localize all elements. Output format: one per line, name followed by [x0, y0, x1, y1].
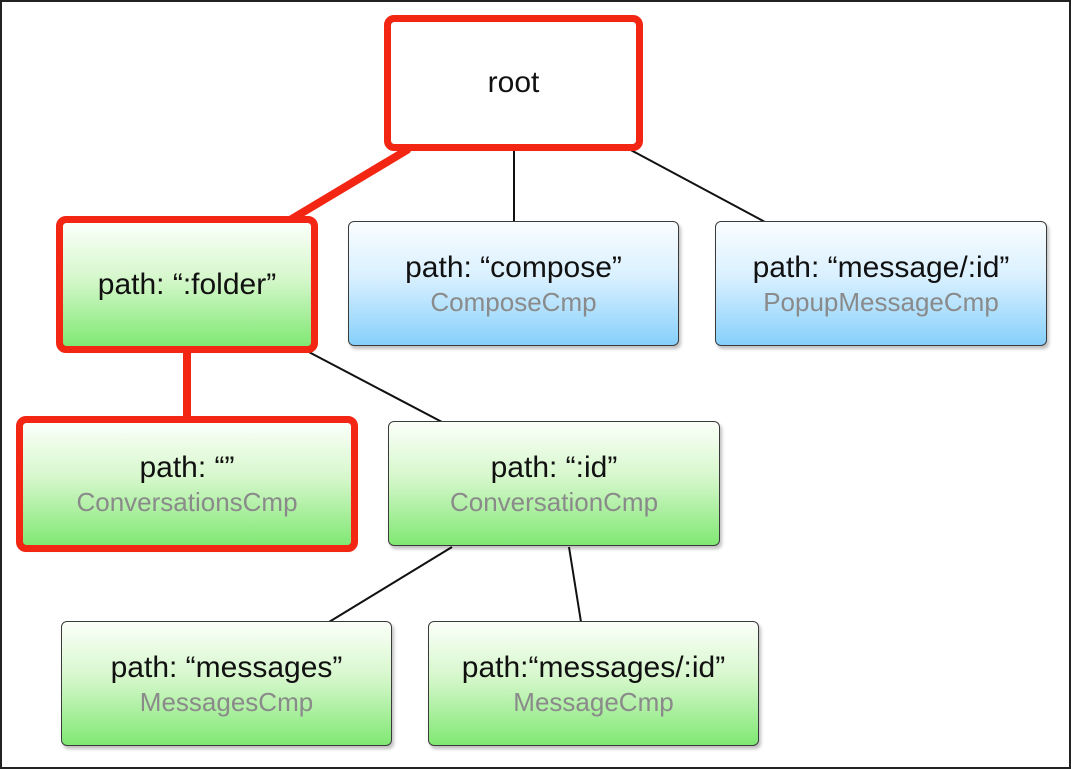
- node-messages-cmp: MessagesCmp: [139, 686, 314, 717]
- node-conversations-cmp: ConversationsCmp: [76, 487, 298, 517]
- node-conversations-path: path: “”: [139, 451, 235, 484]
- node-message: path:“messages/:id” MessageCmp: [428, 621, 759, 746]
- node-folder-path: path: “:folder”: [97, 267, 277, 301]
- edge-root-popup: [626, 147, 766, 223]
- node-conversation-path: path: “:id”: [490, 450, 618, 484]
- edge-root-folder: [286, 146, 411, 224]
- node-root: root: [384, 15, 643, 151]
- node-conversation: path: “:id” ConversationCmp: [388, 421, 720, 546]
- node-compose-path: path: “compose”: [405, 250, 622, 284]
- node-folder: path: “:folder”: [56, 216, 318, 353]
- node-compose-cmp: ComposeCmp: [430, 286, 597, 317]
- node-messages-path: path: “messages”: [110, 650, 343, 684]
- node-popup-cmp: PopupMessageCmp: [763, 286, 999, 317]
- edge-folder-conversation: [304, 349, 443, 423]
- node-compose: path: “compose” ComposeCmp: [348, 221, 679, 346]
- node-popup: path: “message/:id” PopupMessageCmp: [715, 221, 1047, 346]
- node-root-label: root: [487, 66, 540, 99]
- edge-conversation-message: [568, 546, 582, 623]
- node-message-path: path:“messages/:id”: [461, 650, 726, 684]
- node-popup-path: path: “message/:id”: [752, 250, 1010, 284]
- edge-conversation-messages: [328, 546, 453, 623]
- node-conversations: path: “” ConversationsCmp: [16, 416, 358, 552]
- node-messages: path: “messages” MessagesCmp: [61, 621, 392, 746]
- node-message-cmp: MessageCmp: [513, 686, 674, 717]
- node-conversation-cmp: ConversationCmp: [449, 486, 659, 517]
